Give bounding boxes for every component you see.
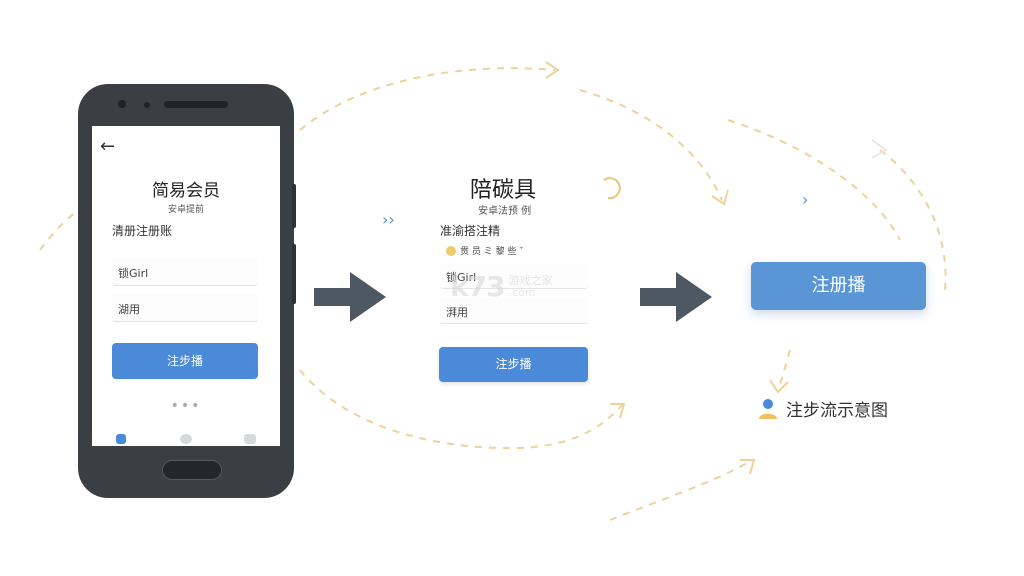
flow-line-top: [299, 67, 556, 131]
back-arrow-icon[interactable]: ←: [100, 136, 116, 157]
page-title: 简易会员: [152, 181, 220, 201]
form-label: 清册注册账: [112, 224, 173, 238]
phone-mockup: ← 简易会员 安卓提前 清册注册账 锁Girl 湖用 注步播 •••: [78, 84, 296, 498]
user-icon: [759, 398, 777, 419]
power-button: [292, 244, 296, 304]
step2-password-field[interactable]: 湃用: [440, 298, 588, 324]
watermark-cn: 游戏之家: [508, 273, 553, 287]
pagination-dots: •••: [170, 398, 202, 414]
loading-arc: [603, 177, 621, 200]
toast-text: 贯 员 ミ 黎 些 ˇ: [460, 247, 524, 257]
faint-arrow-corner: [871, 139, 888, 159]
flow-line-left: [39, 209, 81, 251]
submit-button[interactable]: 注步播: [112, 343, 258, 379]
legend-text: 注步流示意图: [786, 401, 888, 421]
flow-line-bottom-right: [609, 459, 753, 521]
watermark-brand: k73: [450, 270, 506, 303]
flow-line-far-right: [879, 149, 947, 291]
phone-screen: ← 简易会员 安卓提前 清册注册账 锁Girl 湖用 注步播 •••: [92, 126, 280, 446]
password-field[interactable]: 湖用: [112, 294, 258, 322]
step2-title: 陪碳具: [470, 178, 537, 203]
flow-line-right: [727, 119, 901, 241]
nav-home-icon[interactable]: [180, 434, 192, 444]
step2-submit-button[interactable]: 注步播: [439, 347, 588, 382]
flow-arrowhead-bottom: [610, 403, 626, 419]
step2-username-field[interactable]: 锁Girl: [440, 263, 588, 289]
step2-form-label: 准渝搭注精: [440, 224, 501, 238]
watermark-domain: .com: [508, 285, 536, 299]
watermark: k73 游戏之家 .com: [450, 270, 553, 303]
register-button[interactable]: 注册播: [751, 262, 926, 310]
arrow-right-icon: [314, 272, 386, 322]
flow-arrowhead-right: [711, 189, 729, 206]
nav-recent-icon[interactable]: [244, 434, 256, 444]
step2-subtitle: 安卓法预 例: [478, 206, 532, 217]
chevron-right-icon: ››: [382, 210, 395, 229]
flow-arrowhead-top: [545, 61, 560, 79]
flow-line-top-right: [579, 89, 723, 201]
front-camera: [118, 100, 126, 108]
username-field[interactable]: 锁Girl: [112, 258, 258, 286]
legend: 注步流示意图: [758, 396, 888, 421]
flow-arrowhead-final: [769, 379, 789, 394]
chevron-right-icon: ›: [802, 190, 809, 209]
nav-back-icon[interactable]: [116, 434, 126, 444]
flow-line-bottom: [299, 369, 623, 450]
warning-icon: [446, 245, 456, 256]
flow-line-final: [777, 349, 791, 391]
earpiece-speaker: [164, 101, 228, 108]
volume-button: [292, 184, 296, 228]
flow-arrowhead-bottom-right: [740, 459, 756, 475]
step2-toast: 贯 员 ミ 黎 些 ˇ: [446, 244, 524, 257]
arrow-right-icon: [640, 272, 712, 322]
page-subtitle: 安卓提前: [167, 205, 204, 215]
sensor: [144, 102, 150, 108]
home-button[interactable]: [162, 460, 222, 480]
